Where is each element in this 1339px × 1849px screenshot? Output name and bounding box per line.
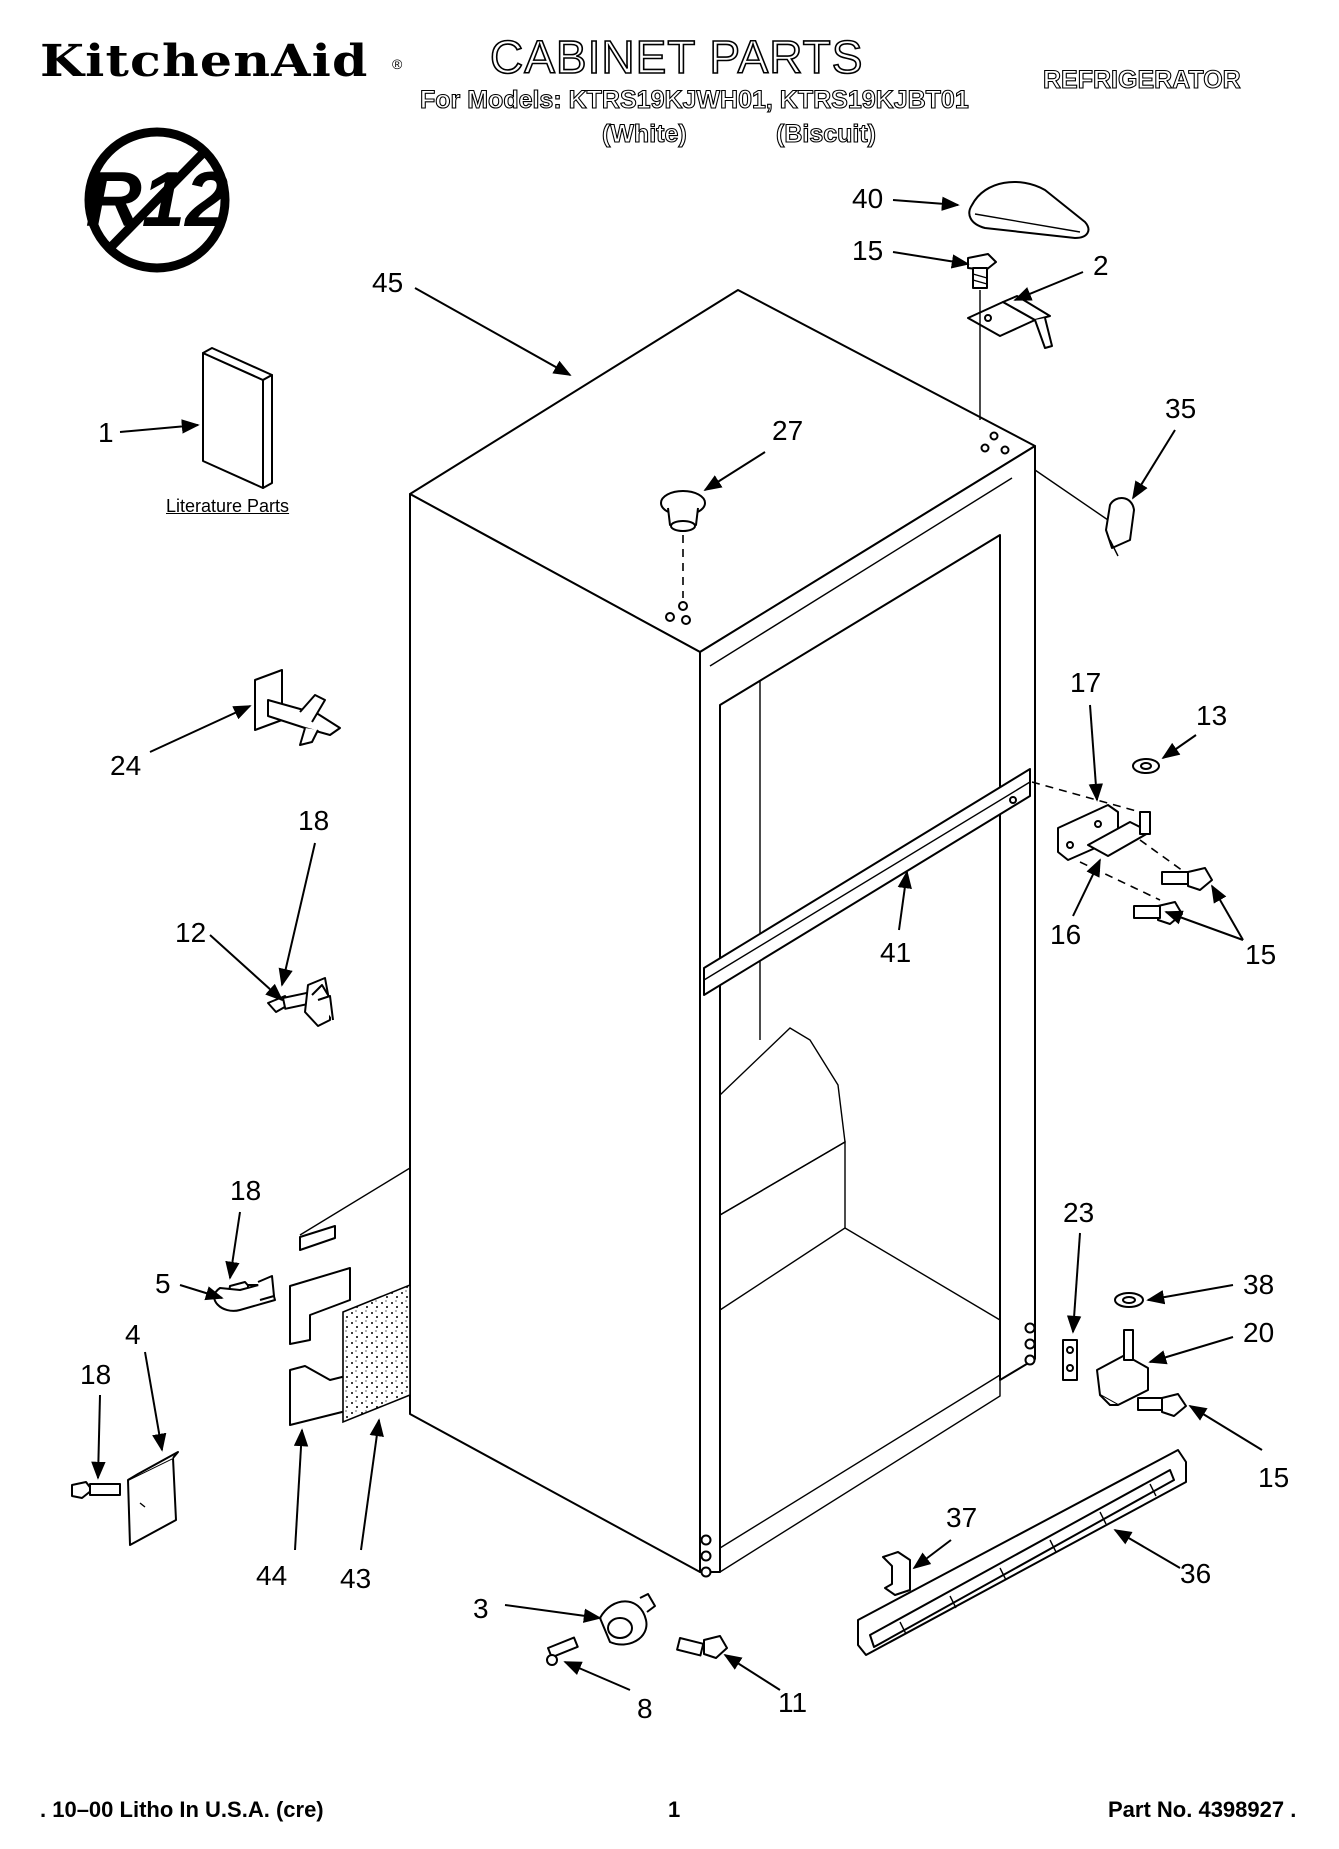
divider-rail <box>703 768 1031 996</box>
footer-print-info: . 10–00 Litho In U.S.A. (cre) <box>40 1797 324 1822</box>
literature-parts <box>202 347 273 489</box>
callout-18-left: 18 <box>80 1359 111 1390</box>
rear-screw-and-clip <box>267 977 334 1027</box>
footer-page-number: 1 <box>668 1797 681 1822</box>
callout-40: 40 <box>852 183 883 214</box>
registered-mark: ® <box>392 56 403 72</box>
callout-1: 1 <box>98 417 114 448</box>
callout-23: 23 <box>1063 1197 1094 1228</box>
left-hinge-cover <box>71 1451 179 1546</box>
callout-15-bottom: 15 <box>1258 1462 1289 1493</box>
left-lower-hinge-bracket <box>213 1167 411 1426</box>
callout-44: 44 <box>256 1560 287 1591</box>
callout-45: 45 <box>372 267 403 298</box>
callout-4: 4 <box>125 1319 141 1350</box>
callout-43: 43 <box>340 1563 371 1594</box>
center-hinge-screws <box>1133 867 1213 925</box>
page-title: CABINET PARTS <box>489 30 864 84</box>
callout-15-top: 15 <box>852 235 883 266</box>
hinge-washer <box>1132 758 1160 774</box>
literature-parts-label: Literature Parts <box>166 496 290 516</box>
white-color-label: (White) <box>601 119 687 148</box>
callout-2: 2 <box>1093 250 1109 281</box>
product-label: REFRIGERATOR <box>1042 65 1241 94</box>
leader-lines <box>91 196 1263 1691</box>
no-r12-refrigerant-icon: R12 <box>84 127 230 273</box>
callout-5: 5 <box>155 1268 171 1299</box>
callout-41: 41 <box>880 937 911 968</box>
callout-38: 38 <box>1243 1269 1274 1300</box>
callout-24: 24 <box>110 750 141 781</box>
callout-11: 11 <box>778 1687 807 1718</box>
callout-16: 16 <box>1050 919 1081 950</box>
cabinet-shell <box>409 289 1036 1578</box>
center-door-hinge <box>1031 781 1191 901</box>
callout-numbers: 40 15 2 45 35 1 27 24 17 13 18 12 41 16 … <box>80 183 1289 1724</box>
callout-36: 36 <box>1180 1558 1211 1589</box>
callout-27: 27 <box>772 415 803 446</box>
leveling-leg-bracket <box>254 669 341 746</box>
top-hinge-cover <box>968 181 1090 239</box>
callout-37: 37 <box>946 1502 977 1533</box>
bottom-hinge-assembly <box>1062 1292 1187 1417</box>
brand-logo: KitchenAid <box>40 36 369 87</box>
biscuit-color-label: (Biscuit) <box>775 119 876 148</box>
callout-18-lower: 18 <box>230 1175 261 1206</box>
top-hinge <box>967 290 1053 420</box>
callout-12: 12 <box>175 917 206 948</box>
toe-grille <box>857 1449 1187 1656</box>
plug-button <box>660 490 706 598</box>
roller-assembly <box>546 1593 728 1666</box>
top-hinge-screw <box>967 253 997 289</box>
models-line: For Models: KTRS19KJWH01, KTRS19KJBT01 <box>419 85 969 114</box>
grille-clip <box>882 1551 911 1596</box>
callout-17: 17 <box>1070 667 1101 698</box>
door-stop <box>1034 469 1135 557</box>
callout-15-mid: 15 <box>1245 939 1276 970</box>
callout-13: 13 <box>1196 700 1227 731</box>
footer-part-number: Part No. 4398927 . <box>1108 1797 1297 1822</box>
callout-18-upper: 18 <box>298 805 329 836</box>
callout-20: 20 <box>1243 1317 1274 1348</box>
callout-3: 3 <box>473 1593 489 1624</box>
callout-35: 35 <box>1165 393 1196 424</box>
callout-8: 8 <box>637 1693 653 1724</box>
